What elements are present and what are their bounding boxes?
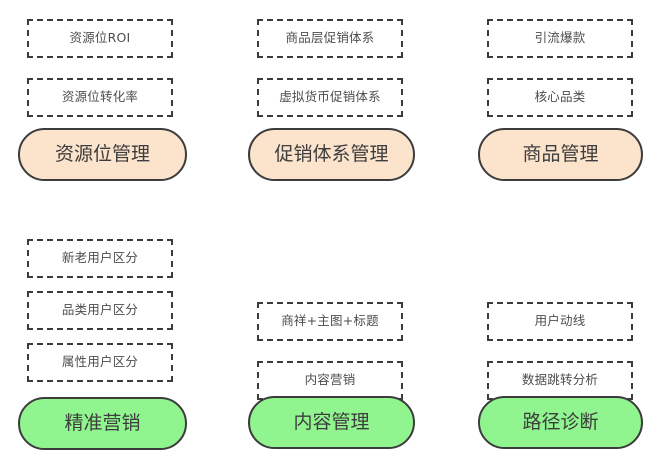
dashed-node[interactable]: 品类用户区分 <box>27 291 173 330</box>
pill-label: 商品管理 <box>522 143 599 165</box>
dashed-node[interactable]: 核心品类 <box>487 78 633 117</box>
pill-label: 内容管理 <box>293 411 370 433</box>
dashed-node[interactable]: 资源位转化率 <box>27 78 173 117</box>
node-label: 数据跳转分析 <box>521 372 599 388</box>
pill-label: 促销体系管理 <box>274 143 389 165</box>
node-label: 用户动线 <box>534 313 586 329</box>
dashed-node[interactable]: 用户动线 <box>487 302 633 341</box>
node-label: 新老用户区分 <box>61 250 139 266</box>
dashed-node[interactable]: 虚拟货币促销体系 <box>257 78 403 117</box>
group-pill-content-management[interactable]: 内容管理 <box>248 396 415 449</box>
dashed-node[interactable]: 商祥+主图+标题 <box>257 302 403 341</box>
node-label: 商品层促销体系 <box>285 30 375 46</box>
node-label: 虚拟货币促销体系 <box>279 89 381 105</box>
pill-label: 资源位管理 <box>54 143 150 165</box>
group-pill-precision-marketing[interactable]: 精准营销 <box>18 397 187 450</box>
pill-label: 精准营销 <box>64 412 141 434</box>
dashed-node[interactable]: 属性用户区分 <box>27 343 173 382</box>
node-label: 内容营销 <box>304 372 356 388</box>
dashed-node[interactable]: 商品层促销体系 <box>257 19 403 58</box>
dashed-node[interactable]: 资源位ROI <box>27 19 173 58</box>
dashed-node[interactable]: 数据跳转分析 <box>487 361 633 400</box>
node-label: 引流爆款 <box>534 30 586 46</box>
node-label: 核心品类 <box>534 89 586 105</box>
group-pill-path-diagnosis[interactable]: 路径诊断 <box>478 396 643 449</box>
node-label: 资源位ROI <box>69 30 131 46</box>
dashed-node[interactable]: 内容营销 <box>257 361 403 400</box>
pill-label: 路径诊断 <box>522 411 599 433</box>
dashed-node[interactable]: 新老用户区分 <box>27 239 173 278</box>
node-label: 商祥+主图+标题 <box>281 313 379 329</box>
group-pill-resource-slot-management[interactable]: 资源位管理 <box>18 128 187 181</box>
node-label: 品类用户区分 <box>61 302 139 318</box>
node-label: 资源位转化率 <box>61 89 139 105</box>
dashed-node[interactable]: 引流爆款 <box>487 19 633 58</box>
group-pill-promotion-system-management[interactable]: 促销体系管理 <box>248 128 415 181</box>
group-pill-product-management[interactable]: 商品管理 <box>478 128 643 181</box>
node-label: 属性用户区分 <box>61 354 139 370</box>
